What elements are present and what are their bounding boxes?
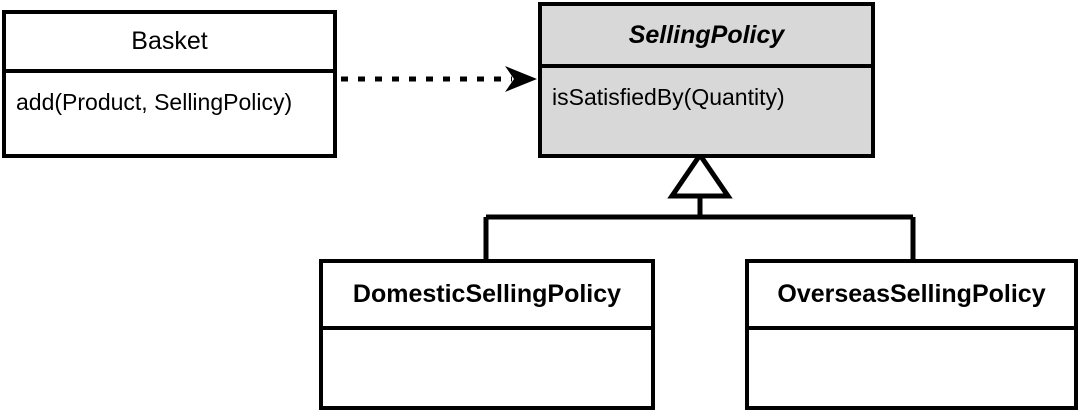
class-members-compartment-basket: add(Product, SellingPolicy) — [6, 69, 333, 154]
class-name-domestic-selling-policy: DomesticSellingPolicy — [352, 280, 622, 308]
class-members-compartment-selling-policy: isSatisfiedBy(Quantity) — [542, 64, 871, 154]
generalization-hollow-triangle-icon — [667, 150, 733, 199]
class-box-domestic-selling-policy[interactable]: DomesticSellingPolicy — [319, 259, 655, 410]
class-member-selling-policy-0: isSatisfiedBy(Quantity) — [552, 84, 785, 110]
dependency-open-arrowhead-icon — [505, 66, 537, 92]
class-members-compartment-domestic-selling-policy — [323, 326, 651, 406]
class-name-compartment-overseas-selling-policy: OverseasSellingPolicy — [749, 263, 1074, 326]
class-name-overseas-selling-policy: OverseasSellingPolicy — [777, 280, 1046, 308]
class-name-compartment-domestic-selling-policy: DomesticSellingPolicy — [323, 263, 651, 326]
class-box-basket[interactable]: Basket add(Product, SellingPolicy) — [2, 10, 337, 158]
class-name-basket: Basket — [131, 27, 208, 55]
dependency-basket-to-sellingpolicy-edge — [341, 66, 537, 92]
class-name-selling-policy: SellingPolicy — [628, 20, 785, 49]
class-name-compartment-selling-policy: SellingPolicy — [542, 6, 871, 64]
class-name-compartment-basket: Basket — [6, 14, 333, 69]
class-member-basket-0: add(Product, SellingPolicy) — [16, 89, 293, 115]
generalization-edges — [483, 150, 916, 261]
class-box-selling-policy[interactable]: SellingPolicy isSatisfiedBy(Quantity) — [538, 2, 875, 158]
class-box-overseas-selling-policy[interactable]: OverseasSellingPolicy — [745, 259, 1078, 410]
class-members-compartment-overseas-selling-policy — [749, 326, 1074, 406]
